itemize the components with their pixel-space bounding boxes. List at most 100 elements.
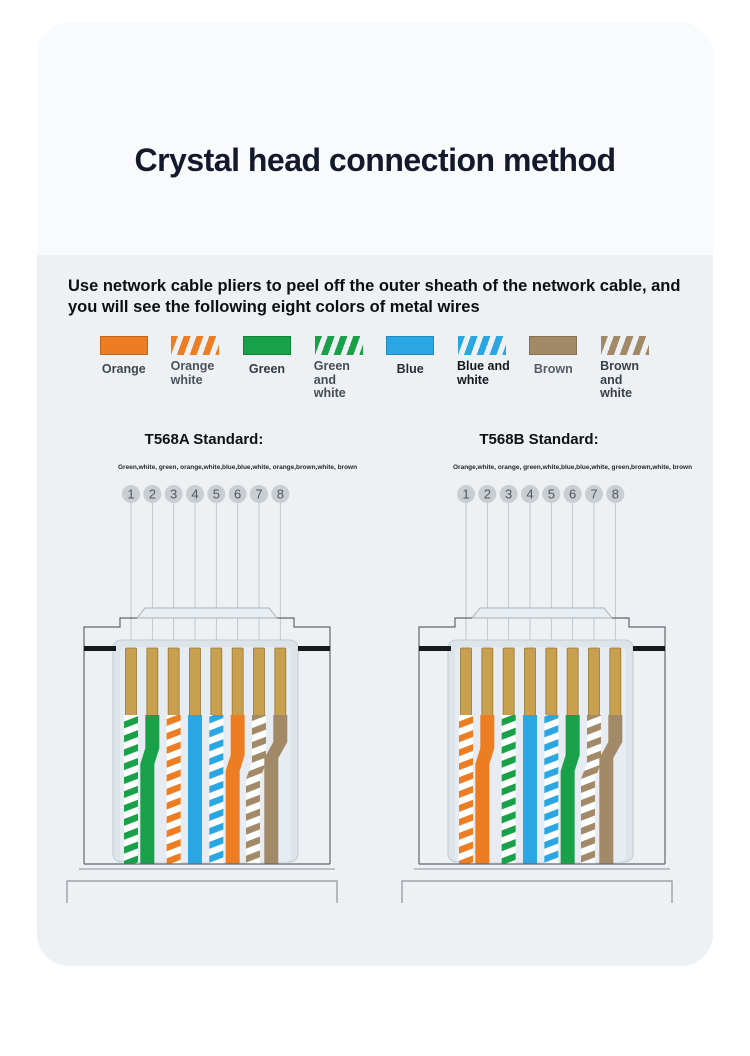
t568b-diagram: T568B Standard: Orange,white, orange, gr… xyxy=(399,425,692,907)
pin-number: 2 xyxy=(484,487,491,502)
latch-bar-right xyxy=(633,646,665,651)
pin-number-circle xyxy=(207,485,226,503)
blue-swatch xyxy=(386,336,435,355)
connector-base xyxy=(66,880,338,903)
pin-number-circle xyxy=(584,485,603,503)
blue-label: Blue xyxy=(396,362,424,376)
gold-pin xyxy=(502,647,515,717)
gold-pin xyxy=(189,647,201,717)
pin-number-circle xyxy=(606,485,625,503)
pin-number: 3 xyxy=(505,487,512,502)
wire-stripes-blue-white xyxy=(209,715,224,864)
pin-number: 5 xyxy=(213,487,220,502)
pin-number-circle xyxy=(499,485,518,503)
page-title: Crystal head connection method xyxy=(134,142,616,178)
card-top-band xyxy=(37,23,713,255)
pin-number: 5 xyxy=(548,487,555,502)
pin-number: 3 xyxy=(170,487,177,502)
wire-brown xyxy=(264,715,288,864)
pin-number-circle xyxy=(185,485,204,503)
wire-stripes-green-white xyxy=(501,715,516,864)
pin-number-circle xyxy=(478,485,497,503)
t568a-title: T568A Standard: xyxy=(144,431,264,448)
gold-pin xyxy=(460,647,472,717)
pin-number: 4 xyxy=(526,487,533,502)
cable-boot xyxy=(135,607,279,619)
legend-item-green: Green xyxy=(231,336,303,401)
gold-pin xyxy=(167,647,180,717)
gold-pin xyxy=(210,647,223,717)
brown-label: Brown xyxy=(533,362,573,376)
gold-pin xyxy=(545,647,558,717)
pin-number: 7 xyxy=(255,487,262,502)
connector-outline xyxy=(83,617,331,864)
pin-number: 4 xyxy=(191,487,198,502)
pin-number: 1 xyxy=(127,487,134,502)
pin-number-circle xyxy=(122,485,140,503)
pin-number: 8 xyxy=(277,487,284,502)
latch-bar-left xyxy=(84,646,116,651)
gold-pin xyxy=(588,647,600,717)
t568a-wire-order-text: Green,white, green, orange,white,blue,bl… xyxy=(118,464,358,471)
pin-number-circle xyxy=(249,485,268,503)
legend-item-blue: Blue xyxy=(374,336,446,401)
gold-pin xyxy=(125,647,137,717)
orange-label: Orange xyxy=(101,362,146,376)
t568b-wire-order-text: Orange,white, orange, green,white,blue,b… xyxy=(453,464,693,471)
pin-number-circle xyxy=(228,485,247,503)
pin-number-circle xyxy=(143,485,162,503)
gold-pin xyxy=(274,647,287,717)
gold-pin xyxy=(566,647,579,717)
wire-green xyxy=(560,715,580,864)
pin-number: 1 xyxy=(462,487,469,502)
gold-pin xyxy=(481,647,494,717)
wire-orange xyxy=(475,715,495,864)
pin-number-circle xyxy=(520,485,539,503)
wire-orange xyxy=(225,715,245,864)
green-swatch xyxy=(242,336,291,355)
pin-number-circle xyxy=(542,485,561,503)
wire-stripes-orange-white xyxy=(166,715,181,864)
pin-number-circle xyxy=(164,485,183,503)
t568b-title: T568B Standard: xyxy=(479,431,599,448)
t568a-diagram: T568A Standard: Green,white, green, oran… xyxy=(64,425,357,907)
pin-number-circle xyxy=(563,485,582,503)
pin-number: 2 xyxy=(149,487,156,502)
cable-boot xyxy=(470,607,614,619)
brown-swatch xyxy=(529,336,578,355)
connector-outline xyxy=(418,617,666,864)
wire-brown xyxy=(599,715,623,864)
wire-blue xyxy=(187,715,202,864)
gold-pin xyxy=(609,647,622,717)
gold-pin xyxy=(146,647,159,717)
gold-pin xyxy=(524,647,536,717)
latch-bar-left xyxy=(419,646,451,651)
wire-stripes-blue-white xyxy=(544,715,559,864)
wire-blue xyxy=(522,715,537,864)
pin-number-circle xyxy=(457,485,475,503)
orange-white-swatch xyxy=(171,336,220,355)
legend-item-brown: Brown xyxy=(518,336,590,401)
blue-and-white-swatch xyxy=(457,336,506,355)
gold-pin xyxy=(231,647,244,717)
pin-number: 8 xyxy=(612,487,619,502)
gold-pin xyxy=(253,647,265,717)
connector-base xyxy=(401,880,673,903)
legend-item-orange: Orange xyxy=(88,336,160,401)
orange-swatch xyxy=(99,336,148,355)
green-and-white-swatch xyxy=(314,336,363,355)
wire-stripes-brown-white xyxy=(580,715,601,864)
brown-and-white-swatch xyxy=(600,336,649,355)
description-text: Use network cable pliers to peel off the… xyxy=(68,277,681,316)
pin-number-circle xyxy=(271,485,290,503)
